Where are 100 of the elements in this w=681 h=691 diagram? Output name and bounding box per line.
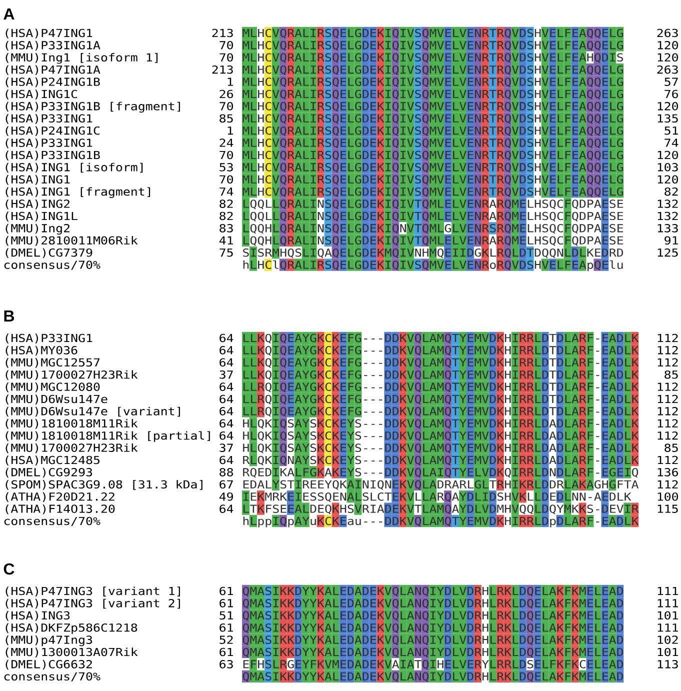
residue-number: 61 [220, 648, 233, 656]
aligned-sequence: MLHCVQRALIRSQELGDEKIQIVSQMVELVENRTRQVDSHVELFEAHQDIS [242, 51, 623, 64]
consensus-sequence: hLHClQRALIRSQELGDEKIQIVSQMVELVENRoRQVDSHVELFEApQElu [243, 258, 623, 272]
sequence-name: (ATHA)F20D21.22 [6, 492, 114, 502]
residue-number: 70 [220, 175, 233, 184]
sequence-name: (MMU)Ing2 [6, 224, 70, 235]
sequence-name: (HSA)ING1C [6, 90, 78, 100]
residue-number: 213 [212, 65, 233, 74]
aligned-sequence: LQQHLQRALINSQELGDEKIQIVTQMLELVENRARQMELHSQCFQDPAESE [242, 234, 624, 246]
aligned-sequence: LLKQIQEAYGKCKEFG---DDKVQLAMQTYEMVDKHIRRLDTDLARF-EADLK [242, 368, 639, 381]
aligned-sequence: SISRMHQSLIQAQELGDEKMQIVNHMQEIIDGKLRQLDTDQQNLDLKEDRD [243, 246, 624, 259]
residue-number: 111 [658, 599, 678, 608]
aligned-sequence: MLHCVQRALIRSQELGDEKIQIVSQMVELVENRTRQVDSHVELFEAQQELG [242, 186, 624, 198]
sequence-name: (HSA)P33ING1 [6, 114, 92, 124]
sequence-name: (HSA)ING2 [6, 199, 70, 210]
sequence-name: (MMU)1700027H23Rik [6, 370, 138, 380]
aligned-sequence: MLHCVQRALIRSQELGDEKIQIVSQMVELVENRTRQVDSHVELFEAQQELG [242, 148, 624, 162]
aligned-sequence: LQQLLQRALINSQELGDEKIQIVTQMLELVENRARQMELHSQCFQDPAESE [242, 210, 624, 222]
residue-number: 82 [664, 187, 678, 196]
aligned-sequence: LQQLLQRALINSQELGDEKIQIVTQMLELVENRARQMELHSQCFQDPAESE [242, 198, 624, 210]
aligned-sequence: QMASIKKDYYKALEDADEKVQLANQIYDLVDRHLRKLDQELAKFKMELEAD [242, 609, 624, 622]
residue-number: 52 [220, 636, 233, 644]
aligned-sequence: RQEDIKALFGKAKEYS---DDKVQLAIQTYELVDKQIRRLDNDLARF-EGEIQ [243, 466, 638, 478]
residue-number: 64 [220, 382, 234, 391]
sequence-name: (MMU)1700027H23Rik [6, 443, 138, 454]
residue-number: 64 [220, 504, 234, 513]
residue-number: 76 [664, 90, 678, 98]
residue-number: 85 [220, 114, 233, 123]
sequence-name: (MMU)D6Wsu147e [variant] [6, 406, 180, 417]
aligned-sequence: HLQKIQSAYSKCKEYS---DDKVQLAMQTYEMVDKHIRRLDADLARF-EADLK [243, 417, 639, 430]
sequence-name: (MMU)2810011M06Rik [6, 236, 138, 246]
aligned-sequence: LLRQIQEAYGKCKEFG---DDKVQLAMQTYEMVDKHIRRLDTDLARF-EADLK [242, 380, 639, 393]
aligned-sequence: QMASIKKDYYKALEDADEKVQLANQIYDLVDRHLRKLDQELAKFKMELEAD [242, 634, 624, 646]
residue-number: 263 [657, 65, 678, 74]
residue-number: 74 [664, 138, 678, 147]
residue-number: 88 [220, 468, 234, 476]
residue-number: 101 [658, 611, 678, 620]
sequence-name: (DMEL)CG9293 [6, 468, 92, 478]
aligned-sequence: LLRQIQEAYGKCKEFG---DDKVQLAMQTYEMVDKHIRRLDTDLARF-EADLK [242, 392, 639, 406]
sequence-name: (MMU)1810018M11Rik [partial] [6, 431, 210, 442]
residue-number: 64 [220, 431, 234, 440]
residue-number: 111 [658, 586, 678, 595]
aligned-sequence: MLHCVQRALIRSQELGDEKIQIVSQMVELVENRTRQVDSHVELFEAQQELG [242, 76, 624, 88]
residue-number: 120 [658, 102, 678, 110]
sequence-name: (HSA)ING3 [6, 611, 70, 621]
aligned-sequence: MLHCVQRALIRSQELGDEKIQIVSQMVELVENRTRQVDSHVELFEAQQELG [242, 88, 624, 100]
sequence-name: (HSA)P47ING3 [variant 1] [6, 586, 180, 596]
residue-number: 64 [220, 346, 234, 354]
residue-number: 75 [220, 248, 233, 257]
residue-number: 57 [664, 78, 678, 86]
aligned-sequence: MLHCVQRALIRSQELGDEKIQIVSQMVELVENRTRQVDSHVELFEAQQELG [242, 112, 624, 124]
residue-number: 41 [219, 236, 233, 244]
sequence-name: (SPOM)SPAC3G9.08 [31.3 kDa] [6, 480, 202, 490]
residue-number: 112 [658, 394, 678, 403]
consensus-sequence: QMASIKKDYYKALEDADEKVQLANQIYDLVDRHLRKLDQELAKFKMELEAD [242, 670, 624, 682]
residue-number: 120 [658, 53, 678, 62]
aligned-sequence: QMASIKKDYYKALEDADEKVQLANQIYDLVDRHLRKLDQELAKFKMELEAD [242, 646, 624, 658]
residue-number: 26 [220, 90, 233, 98]
residue-number: 70 [220, 102, 233, 110]
residue-number: 1 [228, 126, 233, 135]
sequence-name: (ATHA)F14O13.20 [6, 504, 115, 514]
aligned-sequence: MLHCVQRALIRSQELGDEKIQIVSQMVELVENRTRQVDSHVELFEAQQELG [242, 39, 624, 52]
sequence-name: (MMU)MGC12557 [6, 358, 100, 368]
residue-number: 64 [220, 407, 234, 416]
row-label: consensus/70% [4, 516, 100, 526]
aligned-sequence: MLHCVQRALIRSQELGDEKIQIVSQMVELVENRTRQVDSHVELFEAQQELG [242, 124, 624, 137]
residue-number: 67 [220, 480, 233, 489]
residue-number: 112 [658, 358, 678, 366]
residue-number: 53 [220, 163, 233, 172]
sequence-name: (HSA)P33ING1 [6, 334, 92, 344]
sequence-name: (DMEL)CG6632 [6, 660, 92, 670]
residue-number: 213 [212, 28, 233, 38]
row-label: consensus/70% [4, 260, 100, 270]
residue-number: 74 [220, 188, 234, 196]
residue-number: 64 [220, 456, 234, 464]
aligned-sequence: MLHCVQRALIRSQELGDEKIQIVSQMVELVENRTRQVDSHVELFEAQQELG [242, 161, 624, 174]
residue-number: 115 [658, 504, 678, 513]
residue-number: 1 [228, 78, 233, 86]
residue-number: 112 [658, 456, 678, 464]
sequence-name: (MMU)D6Wsu147e [6, 394, 108, 404]
aligned-sequence: HLQKIQSAYSKCKEYS---DDKVQLAMQTYEMVDKHIRRLDADLARF-EADLK [243, 430, 639, 442]
sequence-name: (HSA)P33ING1B [6, 150, 100, 160]
sequence-name: (HSA)P33ING1A [6, 40, 100, 51]
sequence-name: (HSA)P47ING1A [6, 65, 100, 76]
panel-label: B [4, 310, 14, 322]
residue-number: 113 [658, 660, 678, 668]
row-label: consensus/70% [4, 672, 100, 682]
residue-number: 61 [220, 599, 233, 608]
sequence-name: (MMU)MGC12080 [6, 382, 100, 392]
residue-number: 85 [664, 370, 678, 379]
sequence-name: (MMU)p47Ing3 [6, 635, 92, 646]
sequence-name: (MMU)Ing1 [isoform 1] [6, 53, 158, 64]
residue-number: 85 [664, 444, 678, 452]
aligned-sequence: QMASIKKDYYKALEDADEKVQLANQIYDLVDRHLRKLDQELAKFKMELEAD [242, 584, 624, 598]
residue-number: 100 [658, 492, 678, 501]
residue-number: 63 [220, 660, 233, 668]
sequence-name: (HSA)P33ING1 [6, 138, 92, 148]
aligned-sequence: RLQKIQNAYSKCKEYS---DDKVQLAMQTYEMVDKHIRRLDADLARF-EADLK [243, 454, 639, 466]
aligned-sequence: LQQHLQRALINSQELGDEKIQNVTQMLGLVENRSRQMELHSQCFQDPAESE [242, 222, 624, 234]
residue-number: 263 [657, 28, 678, 38]
